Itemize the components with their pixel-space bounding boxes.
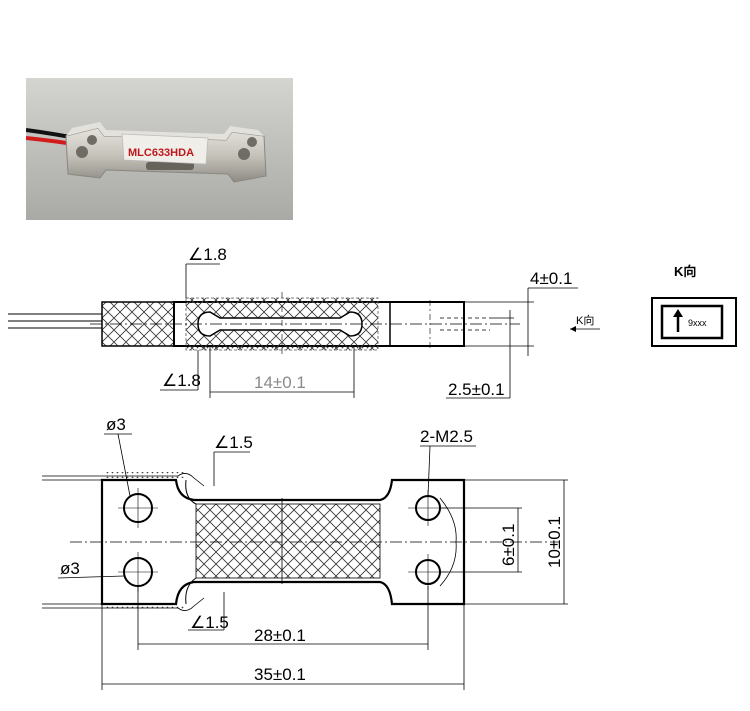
view-arrow-label: K向 bbox=[576, 313, 594, 327]
k-view-marking: 9xxx bbox=[688, 318, 707, 328]
dim-thread-label: 2-M2.5 bbox=[420, 427, 473, 446]
dim-gap-top-label: ∠1.8 bbox=[188, 245, 227, 264]
dim-total-length-label: 35±0.1 bbox=[254, 665, 306, 684]
k-view-title: K向 bbox=[674, 264, 696, 279]
dim-neck-top-label: ∠1.5 bbox=[214, 433, 253, 452]
dim-neck-bottom-label: ∠1.5 bbox=[190, 613, 229, 632]
dim-hole-spacing-label: 6±0.1 bbox=[499, 524, 518, 566]
dim-gap-bottom-label: ∠1.8 bbox=[162, 371, 201, 390]
dim-gauge-length-label: 28±0.1 bbox=[254, 626, 306, 645]
load-cell-photo: MLC633HDA bbox=[26, 78, 293, 220]
up-arrow-icon bbox=[673, 309, 683, 317]
dim-hole-bottom-label: ø3 bbox=[60, 559, 80, 578]
dim-length-label: 14±0.1 bbox=[254, 373, 306, 392]
side-view: ∠1.8 ∠1.8 14±0.1 4±0.1 2.5±0.1 K向 bbox=[8, 245, 600, 399]
product-label: MLC633HDA bbox=[128, 147, 194, 159]
top-view: ø3 ø3 ∠1.5 ∠1.5 2-M2.5 6±0.1 10±0.1 28±0… bbox=[42, 415, 568, 690]
dim-hole-top-label: ø3 bbox=[106, 415, 126, 434]
dim-hole-depth-label: 2.5±0.1 bbox=[448, 380, 505, 399]
dim-thickness-label: 4±0.1 bbox=[530, 269, 572, 288]
dim-width-label: 10±0.1 bbox=[545, 516, 564, 568]
k-view: K向 9xxx bbox=[651, 264, 737, 347]
